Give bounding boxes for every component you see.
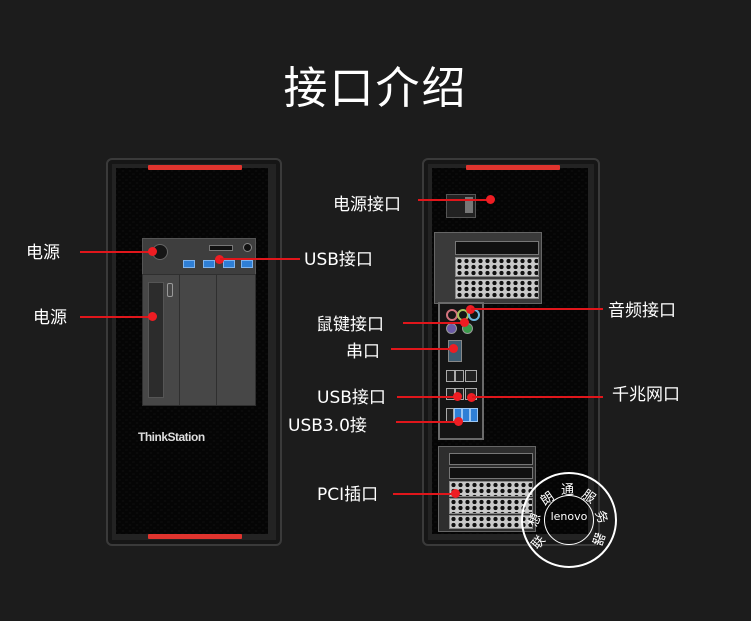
leader-power-inlet xyxy=(418,199,490,201)
marker-pci xyxy=(451,489,460,498)
callout-label-serial: 串口 xyxy=(346,342,380,362)
ps2-mouse xyxy=(446,323,457,334)
ethernet-port-top xyxy=(465,370,477,382)
leader-serial xyxy=(391,348,453,350)
rear-top-handle xyxy=(466,165,560,170)
card-reader-slot xyxy=(209,245,233,251)
rear-usb-port-2 xyxy=(455,370,464,382)
lower-pci-bracket xyxy=(438,446,536,532)
callout-label-pci: PCI插口 xyxy=(317,485,379,505)
power-inlet-latch xyxy=(465,197,473,213)
marker-power-inlet xyxy=(486,195,495,204)
front-usb-port-2 xyxy=(203,260,215,268)
pci-slot-lower-2 xyxy=(449,467,533,479)
drive-bay-2 xyxy=(179,274,218,406)
pci-slot-lower-1 xyxy=(449,453,533,465)
pci-slot-lower-4 xyxy=(449,498,533,514)
leader-rear-usb xyxy=(397,396,457,398)
upper-pci-bracket xyxy=(434,232,542,304)
pci-slot-lower-5 xyxy=(449,515,533,529)
leader-power-button xyxy=(80,251,152,253)
drive-eject-button[interactable] xyxy=(167,283,173,297)
leader-ethernet xyxy=(472,396,603,398)
callout-label-power-button: 电源 xyxy=(26,243,60,263)
marker-rear-usb xyxy=(453,392,462,401)
front-io-panel xyxy=(142,238,256,276)
stamp-char-1: 联 xyxy=(529,532,549,553)
marker-usb3 xyxy=(454,417,463,426)
leader-front-usb xyxy=(220,258,300,260)
front-usb-port-1 xyxy=(183,260,195,268)
callout-label-ethernet: 千兆网口 xyxy=(612,385,680,405)
marker-power-button xyxy=(148,247,157,256)
leader-usb3 xyxy=(396,421,458,423)
optical-drive[interactable] xyxy=(148,282,164,398)
callout-label-ps2: 鼠键接口 xyxy=(316,315,384,335)
pci-slot-upper-1 xyxy=(455,241,539,255)
stamp-char-7: 器 xyxy=(588,530,607,548)
marker-ethernet xyxy=(467,393,476,402)
leader-audio xyxy=(471,308,603,310)
pci-slot-upper-2 xyxy=(455,257,539,277)
callout-label-rear-usb: USB接口 xyxy=(317,388,386,408)
front-usb-port-3 xyxy=(223,260,235,268)
stamp-lenovo-text: lenovo xyxy=(550,510,588,523)
optical-drive-bay xyxy=(142,274,181,406)
callout-label-power-inlet: 电源接口 xyxy=(333,195,401,215)
marker-optical-drive xyxy=(148,312,157,321)
callout-label-usb3: USB3.0接 xyxy=(288,416,367,436)
headphone-jack xyxy=(243,243,252,252)
usb3-port-4 xyxy=(470,408,478,422)
callout-label-audio: 音频接口 xyxy=(608,301,676,321)
drive-bay-3 xyxy=(216,274,256,406)
marker-front-usb xyxy=(215,255,224,264)
front-bottom-handle xyxy=(148,534,242,539)
front-tower: ThinkStation xyxy=(106,158,282,546)
marker-audio xyxy=(466,305,475,314)
marker-ps2 xyxy=(460,318,469,327)
usb3-port-1 xyxy=(446,408,454,422)
leader-ps2 xyxy=(403,322,465,324)
leader-optical-drive xyxy=(80,316,152,318)
stamp-char-2: 想 xyxy=(526,511,545,529)
stamp-char-4: 通 xyxy=(561,483,575,498)
pci-slot-upper-3 xyxy=(455,279,539,299)
stamp-char-6: 务 xyxy=(591,508,610,526)
rear-usb-port-1 xyxy=(446,370,455,382)
power-inlet xyxy=(446,194,476,218)
watermark-stamp: 联 想 朗 通 服 务 器 lenovo xyxy=(521,472,617,568)
usb3-port-3 xyxy=(462,408,470,422)
leader-pci xyxy=(393,493,455,495)
marker-serial xyxy=(449,344,458,353)
front-usb-port-4 xyxy=(241,260,253,268)
thinkstation-logo: ThinkStation xyxy=(138,430,205,444)
callout-label-front-usb: USB接口 xyxy=(304,250,373,270)
front-top-handle xyxy=(148,165,242,170)
callout-label-optical-drive: 电源 xyxy=(33,308,67,328)
stamp-inner-ring: lenovo xyxy=(544,495,594,545)
pci-slot-lower-3 xyxy=(449,481,533,497)
page-title: 接口介绍 xyxy=(283,63,468,114)
